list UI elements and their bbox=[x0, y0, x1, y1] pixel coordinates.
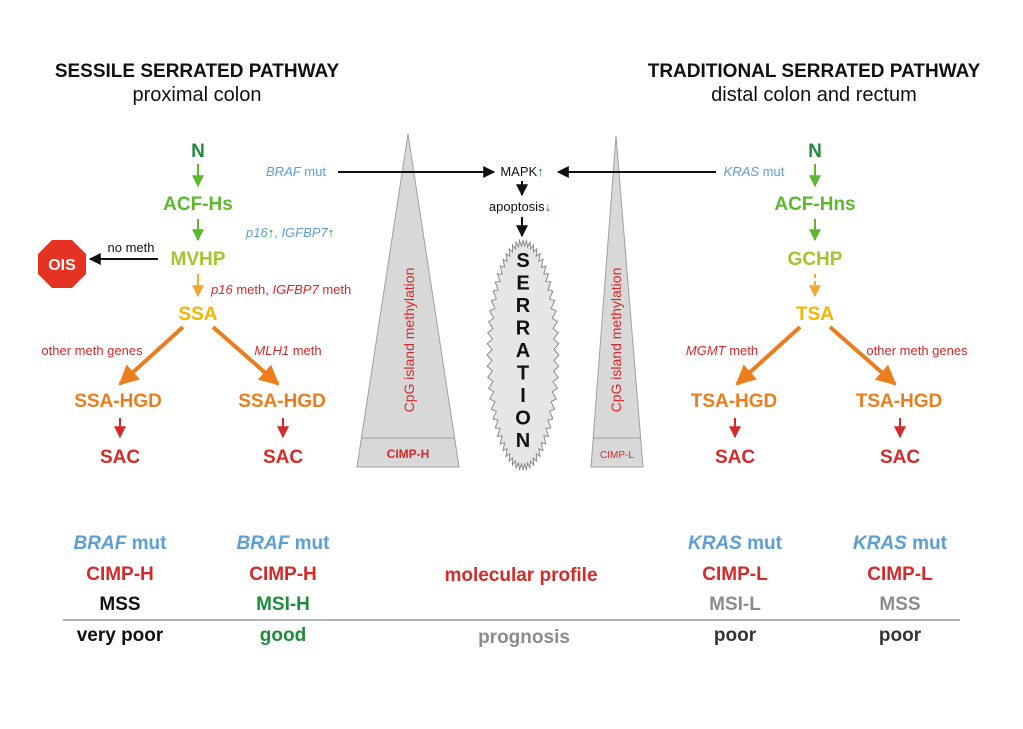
ois-stop-sign-icon bbox=[38, 240, 86, 288]
col2-prognosis: good bbox=[260, 625, 306, 646]
col3-mutation: KRAS mut bbox=[688, 533, 783, 554]
mgmt-gene: MGMT bbox=[686, 343, 727, 358]
profile-col-3: KRAS mut CIMP-L MSI-L poor bbox=[688, 533, 783, 646]
igfbp7-gene: IGFBP7 bbox=[281, 225, 328, 240]
left-node-ssa-hgd-a: SSA-HGD bbox=[74, 391, 162, 412]
left-node-mvhp: MVHP bbox=[171, 249, 226, 270]
up-arrow-icon: ↑ bbox=[268, 225, 275, 240]
left-pathway-title: SESSILE SERRATED PATHWAY bbox=[55, 61, 340, 82]
serration-letter: A bbox=[516, 340, 530, 362]
p16-meth-suffix: meth, bbox=[233, 282, 273, 297]
col3-cimp: CIMP-L bbox=[702, 564, 768, 585]
mlh1-meth-suffix: meth bbox=[289, 343, 322, 358]
left-node-n: N bbox=[191, 141, 205, 162]
col4-prognosis: poor bbox=[879, 625, 922, 646]
left-node-acf-hs: ACF-Hs bbox=[163, 194, 233, 215]
profile-col-1: BRAF mut CIMP-H MSS very poor bbox=[74, 533, 168, 646]
arrow-ssa-to-hgd-a bbox=[118, 325, 185, 386]
col2-cimp: CIMP-H bbox=[249, 564, 317, 585]
left-other-meth-genes-label: other meth genes bbox=[41, 343, 143, 358]
p16-gene: p16 bbox=[245, 225, 268, 240]
right-node-acf-hns: ACF-Hns bbox=[774, 194, 855, 215]
right-other-meth-genes-label: other meth genes bbox=[866, 343, 968, 358]
mapk-label: MAPK↑ bbox=[500, 164, 543, 179]
kras-gene: KRAS bbox=[724, 164, 760, 179]
cimp-h-label: CIMP-H bbox=[387, 447, 430, 461]
cimp-l-triangle bbox=[590, 135, 644, 468]
col2-ms-status: MSI-H bbox=[256, 594, 310, 615]
col2-mutation: BRAF mut bbox=[237, 533, 331, 554]
igfbp7-meth-gene: IGFBP7 bbox=[272, 282, 319, 297]
serration-spiky-shape bbox=[486, 238, 560, 472]
profile-col-2: BRAF mut CIMP-H MSI-H good bbox=[237, 533, 331, 646]
right-pathway-title: TRADITIONAL SERRATED PATHWAY bbox=[648, 61, 981, 82]
serration-letter: N bbox=[516, 430, 530, 452]
apoptosis-label: apoptosis↓ bbox=[489, 199, 551, 214]
col1-prognosis: very poor bbox=[77, 625, 164, 646]
col1-mutation: BRAF mut bbox=[74, 533, 168, 554]
arrow-tsa-to-hgd-a bbox=[735, 325, 802, 386]
kras-mut-label: KRAS mut bbox=[724, 164, 785, 179]
mlh1-gene: MLH1 bbox=[254, 343, 289, 358]
left-node-ssa-hgd-b: SSA-HGD bbox=[238, 391, 326, 412]
p16-igfbp7-up-label: p16↑, IGFBP7↑ bbox=[245, 225, 334, 240]
serration-letter: T bbox=[517, 363, 529, 385]
right-node-gchp: GCHP bbox=[788, 249, 843, 270]
profile-col-4: KRAS mut CIMP-L MSS poor bbox=[853, 533, 948, 646]
cimp-h-triangle bbox=[356, 133, 460, 468]
braf-gene: BRAF bbox=[266, 164, 302, 179]
serration-letter: S bbox=[516, 250, 529, 272]
mgmt-meth-label: MGMT meth bbox=[686, 343, 758, 358]
cpg-label-right: CpG island methylation bbox=[608, 268, 624, 413]
right-node-tsa: TSA bbox=[796, 304, 834, 325]
col3-prognosis: poor bbox=[714, 625, 757, 646]
right-node-tsa-hgd-a: TSA-HGD bbox=[691, 391, 778, 412]
left-pathway-subtitle: proximal colon bbox=[133, 84, 262, 106]
cpg-label-left: CpG island methylation bbox=[401, 268, 417, 413]
apoptosis-down-arrow-icon: ↓ bbox=[545, 199, 552, 214]
arrow-tsa-to-hgd-b bbox=[828, 325, 897, 386]
ois-label: OIS bbox=[48, 257, 76, 274]
mapk-up-arrow-icon: ↑ bbox=[537, 164, 544, 179]
serration-letter: R bbox=[516, 318, 531, 340]
arrow-ssa-to-hgd-b bbox=[211, 325, 280, 386]
right-pathway-subtitle: distal colon and rectum bbox=[711, 84, 917, 106]
serration-letter: O bbox=[515, 408, 531, 430]
molecular-profile-label: molecular profile bbox=[444, 565, 597, 586]
up-arrow-icon: ↑ bbox=[328, 225, 335, 240]
col4-mutation: KRAS mut bbox=[853, 533, 948, 554]
col1-ms-status: MSS bbox=[99, 594, 140, 615]
braf-mut-suffix: mut bbox=[301, 164, 327, 179]
cimp-l-label: CIMP-L bbox=[600, 450, 634, 461]
col4-cimp: CIMP-L bbox=[867, 564, 933, 585]
right-node-tsa-hgd-b: TSA-HGD bbox=[856, 391, 943, 412]
col4-ms-status: MSS bbox=[879, 594, 920, 615]
col1-cimp: CIMP-H bbox=[86, 564, 154, 585]
left-node-ssa: SSA bbox=[178, 304, 217, 325]
no-meth-label: no meth bbox=[108, 240, 155, 255]
left-node-sac-a: SAC bbox=[100, 447, 140, 468]
serration-letter: I bbox=[520, 385, 526, 407]
serration-letter: E bbox=[516, 273, 529, 295]
igfbp7-meth-suffix: meth bbox=[319, 282, 352, 297]
prognosis-label: prognosis bbox=[478, 627, 570, 648]
kras-mut-suffix: mut bbox=[759, 164, 785, 179]
p16-igfbp7-meth-label: p16 meth, IGFBP7 meth bbox=[210, 282, 351, 297]
right-node-sac-b: SAC bbox=[880, 447, 920, 468]
p16-meth-gene: p16 bbox=[210, 282, 233, 297]
right-node-sac-a: SAC bbox=[715, 447, 755, 468]
braf-mut-label: BRAF mut bbox=[266, 164, 326, 179]
serration-letter: R bbox=[516, 295, 531, 317]
mlh1-meth-label: MLH1 meth bbox=[254, 343, 321, 358]
right-node-n: N bbox=[808, 141, 822, 162]
left-node-sac-b: SAC bbox=[263, 447, 303, 468]
col3-ms-status: MSI-L bbox=[709, 594, 761, 615]
mgmt-meth-suffix: meth bbox=[726, 343, 759, 358]
